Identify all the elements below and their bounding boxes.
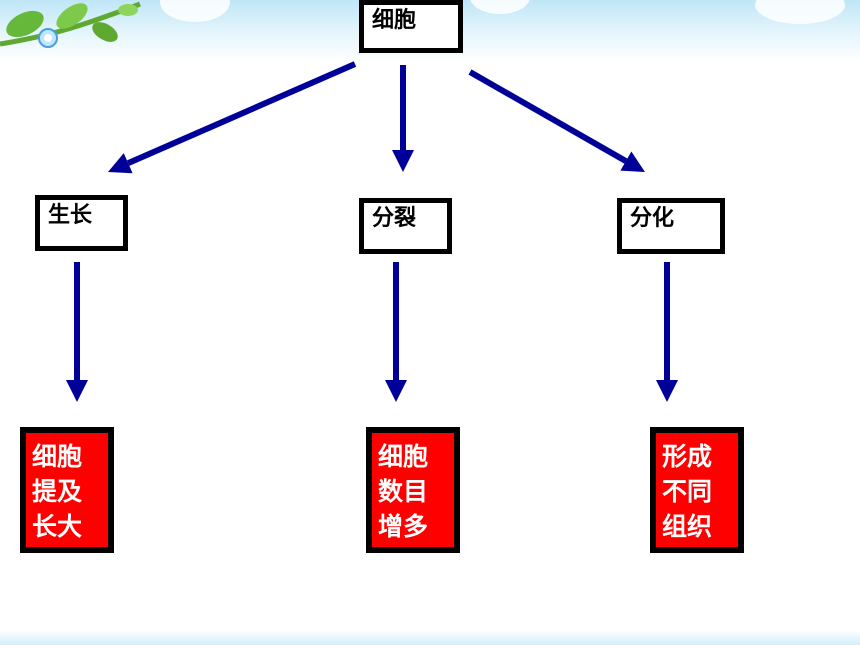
arrow-division-to-result — [385, 262, 407, 402]
arrow-root-to-differentiation-shaft — [468, 69, 628, 164]
result-line: 提及 — [32, 477, 83, 506]
branch-label: 生长 — [48, 203, 93, 228]
result-line: 组织 — [662, 512, 713, 541]
result-node-differentiation: 形成 不同 组织 — [650, 427, 744, 553]
branch-node-differentiation: 分化 — [617, 198, 725, 254]
footer-background — [0, 630, 860, 645]
arrow-root-to-differentiation-head — [620, 151, 645, 172]
arrow-differentiation-to-result — [656, 262, 678, 402]
result-node-division: 细胞 数目 增多 — [366, 427, 460, 553]
result-line: 数目 — [378, 477, 429, 506]
result-line: 长大 — [32, 512, 83, 541]
result-line: 细胞 — [32, 442, 83, 471]
cloud-icon — [470, 0, 530, 14]
root-node: 细胞 — [359, 0, 463, 53]
arrow-root-to-growth — [108, 61, 357, 174]
result-line: 不同 — [662, 477, 713, 506]
arrow-growth-to-result — [66, 262, 88, 402]
arrow-division-to-result-head — [385, 380, 407, 402]
arrow-differentiation-to-result-head — [656, 380, 678, 402]
arrow-root-to-growth-shaft — [126, 61, 357, 166]
arrow-root-to-division — [392, 65, 414, 172]
snail-icon — [38, 28, 58, 48]
cloud-icon — [160, 0, 230, 22]
branch-node-growth: 生长 — [35, 195, 128, 251]
result-node-growth: 细胞 提及 长大 — [20, 427, 114, 553]
arrow-root-to-growth-head — [108, 153, 133, 174]
arrow-root-to-division-head — [392, 150, 414, 172]
branch-label: 分化 — [630, 206, 675, 231]
result-line: 形成 — [662, 442, 713, 471]
result-line: 增多 — [378, 512, 429, 541]
branch-label: 分裂 — [372, 206, 417, 231]
branch-node-division: 分裂 — [359, 198, 452, 254]
vine-leaf-icon — [0, 1, 141, 48]
arrow-root-to-differentiation — [468, 69, 645, 172]
arrow-growth-to-result-head — [66, 380, 88, 402]
root-node-label: 细胞 — [372, 8, 417, 33]
result-line: 细胞 — [378, 442, 429, 471]
